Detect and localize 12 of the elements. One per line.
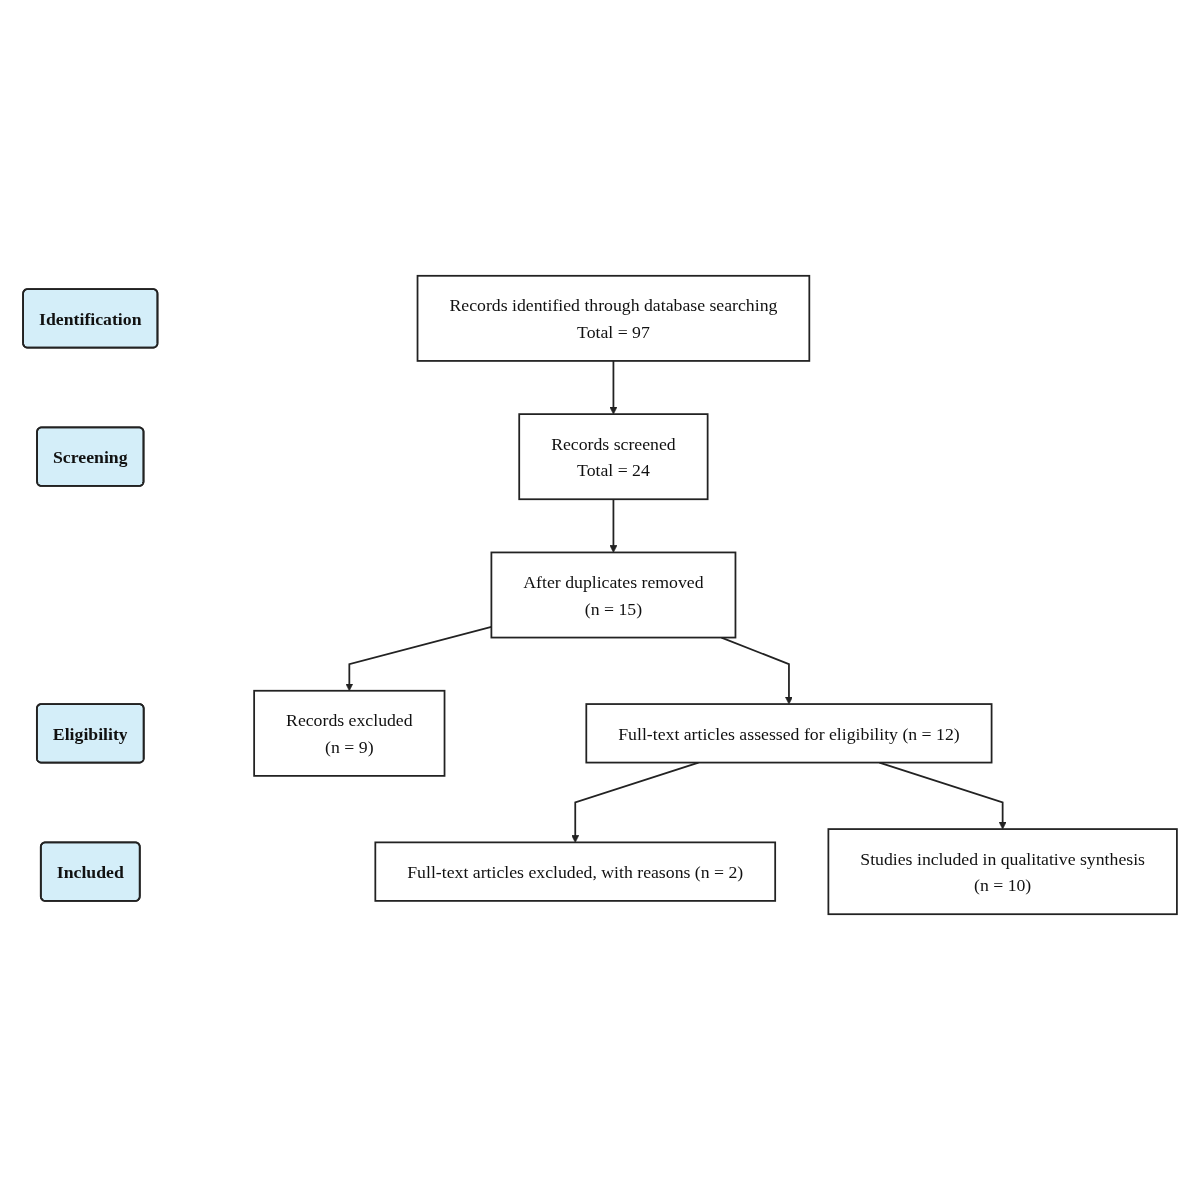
- arrow: [609, 360, 618, 415]
- node-box: After duplicates removed (n = 15): [490, 551, 737, 639]
- node-box: Records identified through database searching Total = 97: [416, 274, 811, 362]
- arrow: [571, 761, 700, 843]
- node-box: Full-text articles assessed for eligibility (n = 12): [585, 703, 993, 764]
- node-box: Records screened Total = 24: [518, 413, 709, 501]
- arrow: [878, 761, 1007, 830]
- arrow: [609, 498, 618, 553]
- node-box: Studies included in qualitative synthesis (n = 10): [827, 828, 1178, 916]
- node-box: Full-text articles excluded, with reasons (n = 2): [374, 841, 777, 902]
- node-box: Records excluded (n = 9): [253, 689, 446, 777]
- arrow: [720, 636, 793, 705]
